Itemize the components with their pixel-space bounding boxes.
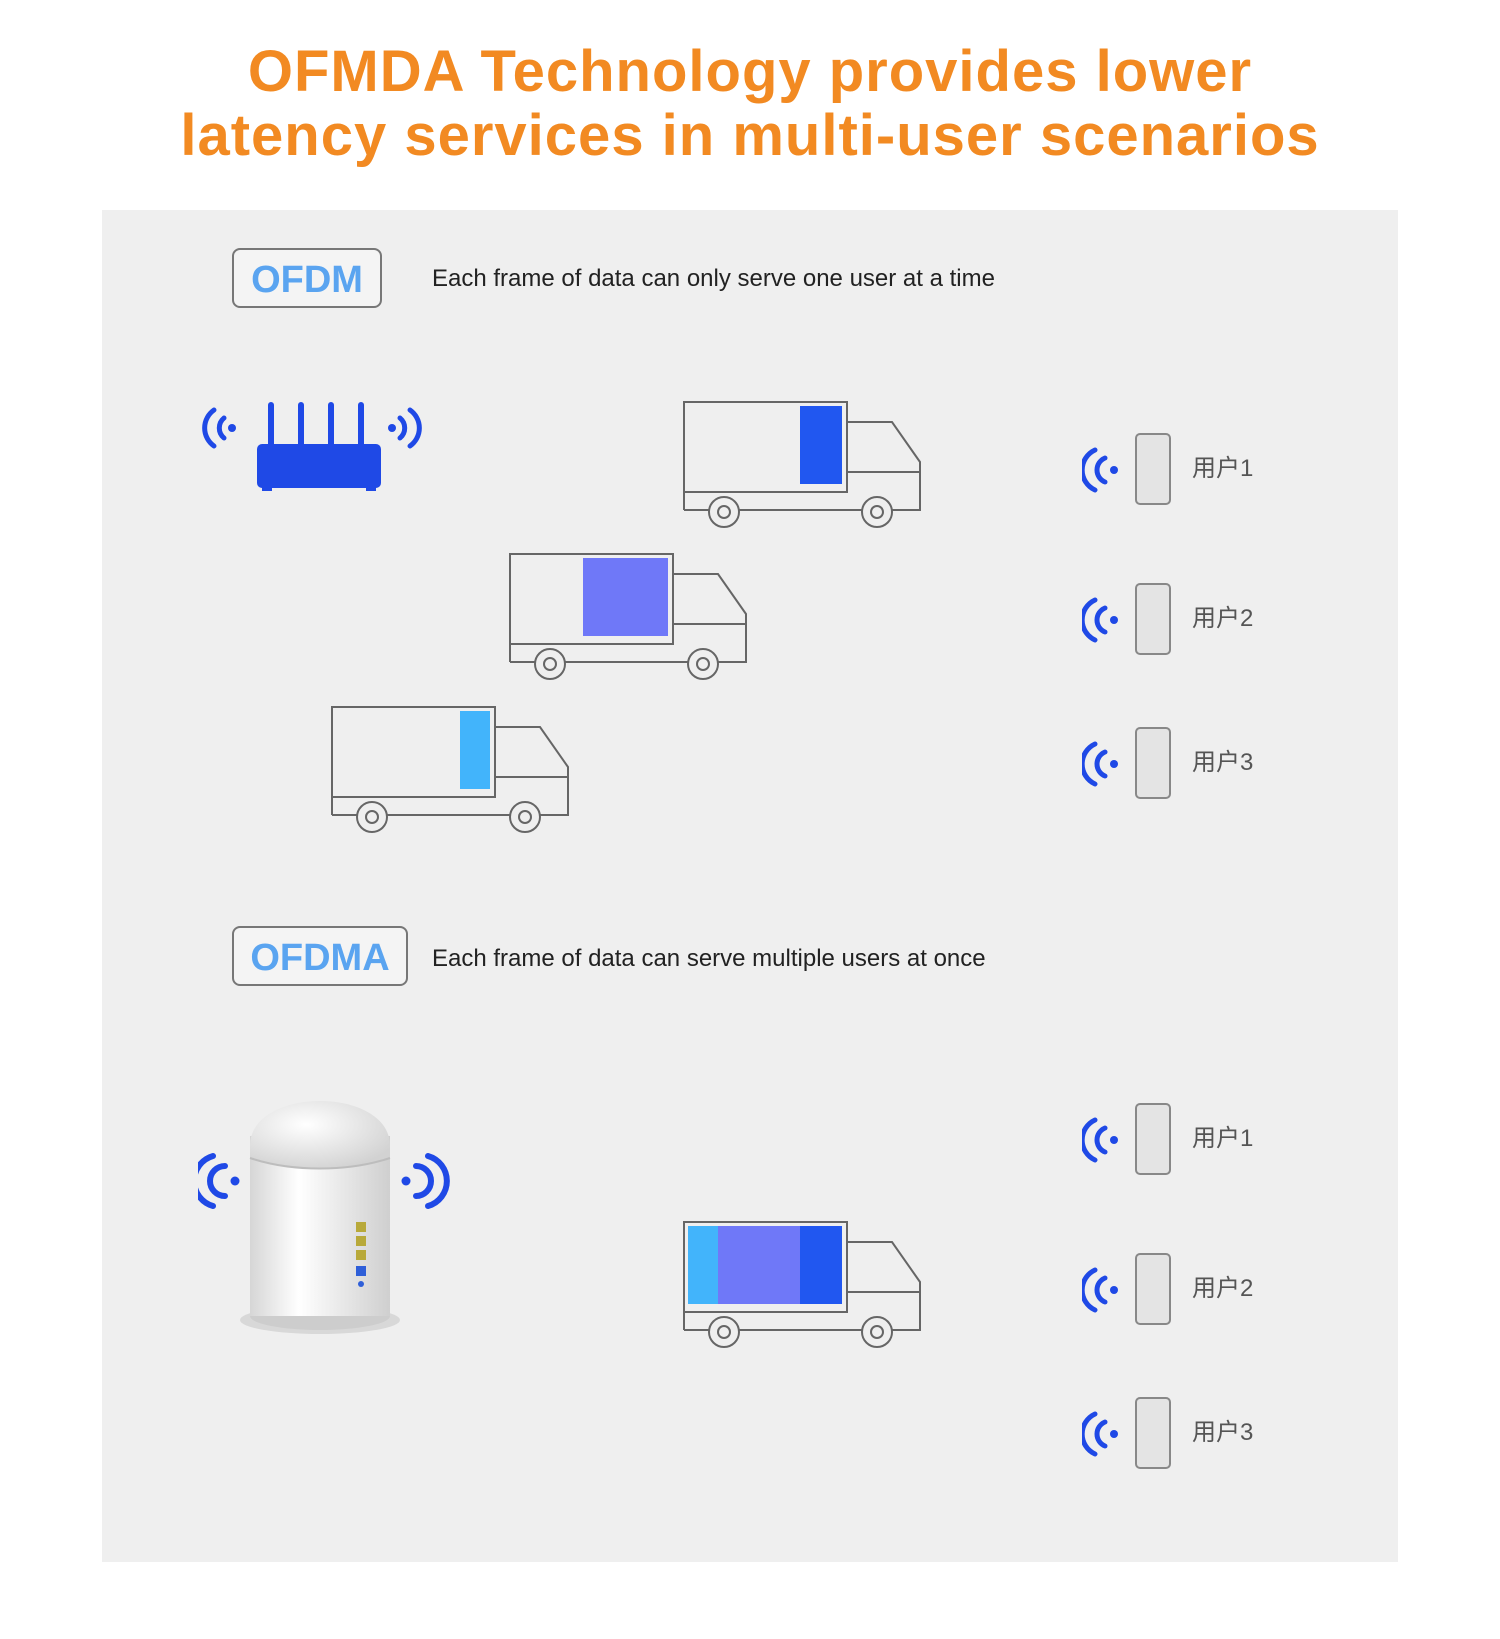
wifi-signal-icon	[1082, 741, 1118, 787]
phone-icon	[1135, 583, 1171, 655]
ofdma-user-2-label: 用户2	[1192, 1275, 1254, 1302]
truck-user1	[683, 401, 921, 528]
title-line-2: latency services in multi-user scenarios	[180, 103, 1320, 168]
wifi-signal-icon	[1082, 1411, 1118, 1457]
wifi-signal-icon	[1082, 447, 1118, 493]
phone-icon	[1135, 433, 1171, 505]
wifi-signal-icon	[1082, 1267, 1118, 1313]
tower-router-icon	[198, 1101, 450, 1334]
truck-user2	[509, 553, 747, 680]
ofdm-caption: Each frame of data can only serve one us…	[432, 265, 995, 292]
ofdma-caption: Each frame of data can serve multiple us…	[432, 945, 986, 972]
wifi-signal-icon	[1082, 1117, 1118, 1163]
truck-user3	[331, 706, 569, 833]
router-icon	[202, 402, 422, 491]
wifi-signal-icon	[1082, 597, 1118, 643]
phone-icon	[1135, 1397, 1171, 1469]
truck-shared	[683, 1221, 921, 1348]
diagram-panel: OFDM Each frame of data can only serve o…	[102, 210, 1398, 1562]
phone-icon	[1135, 1253, 1171, 1325]
page-title: OFMDA Technology provides lower latency …	[0, 40, 1500, 168]
ofdma-badge: OFDMA	[232, 926, 408, 986]
ofdm-user-3-label: 用户3	[1192, 749, 1254, 776]
ofdm-badge: OFDM	[232, 248, 382, 308]
ofdm-user-1-label: 用户1	[1192, 455, 1254, 482]
ofdma-user-3-label: 用户3	[1192, 1419, 1254, 1446]
ofdma-user-1-label: 用户1	[1192, 1125, 1254, 1152]
title-line-1: OFMDA Technology provides lower	[247, 39, 1253, 104]
ofdm-user-2-label: 用户2	[1192, 605, 1254, 632]
phone-icon	[1135, 727, 1171, 799]
phone-icon	[1135, 1103, 1171, 1175]
